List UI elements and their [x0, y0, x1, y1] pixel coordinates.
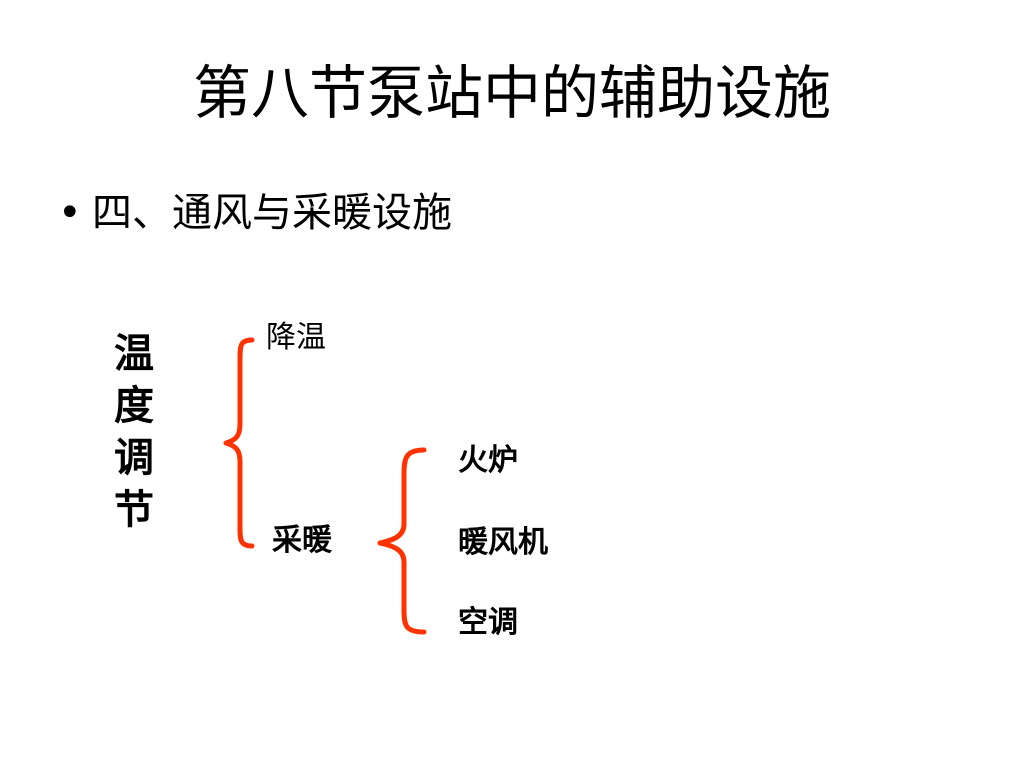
heating-method-air-conditioner: 空调	[458, 605, 518, 640]
heating-method-fan-heater: 暖风机	[458, 525, 548, 560]
root-label-char: 调	[114, 435, 154, 481]
bullet-text: 四、通风与采暖设施	[92, 190, 452, 236]
root-label: 温 度 调 节	[106, 328, 162, 536]
bullet-dot-icon: •	[58, 190, 82, 236]
root-label-char: 温	[114, 331, 154, 377]
root-label-char: 度	[114, 383, 154, 429]
heating-method-stove: 火炉	[458, 443, 518, 478]
sub-brace-path	[377, 447, 427, 635]
branch-cooling-label: 降温	[266, 320, 326, 355]
main-brace-path	[223, 337, 255, 549]
root-label-char: 节	[114, 487, 154, 533]
bullet-item: •四、通风与采暖设施	[58, 186, 452, 240]
slide-title: 第八节泵站中的辅助设施	[192, 59, 831, 127]
main-brace-icon	[223, 337, 255, 549]
branch-heating-label: 采暖	[272, 523, 332, 558]
sub-brace-icon	[377, 447, 427, 635]
